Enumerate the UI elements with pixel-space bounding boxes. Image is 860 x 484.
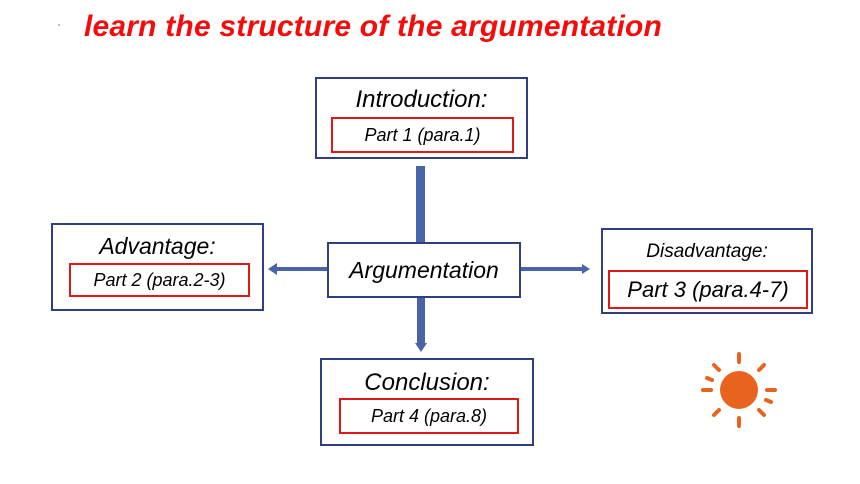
conclusion-part: Part 4 (para.8) — [339, 398, 519, 434]
conclusion-box: Conclusion: Part 4 (para.8) — [320, 358, 534, 446]
advantage-heading: Advantage: — [99, 233, 216, 259]
advantage-part: Part 2 (para.2-3) — [69, 263, 250, 297]
disadvantage-heading: Disadvantage: — [646, 241, 768, 262]
introduction-box: Introduction: Part 1 (para.1) — [315, 77, 528, 159]
slide-title: learn the structure of the argumentation — [84, 10, 663, 43]
argumentation-box: Argumentation — [327, 242, 521, 298]
argumentation-label: Argumentation — [349, 256, 499, 283]
connector-bottom — [417, 298, 425, 344]
connector-top — [416, 166, 425, 244]
advantage-box: Advantage: Part 2 (para.2-3) — [51, 223, 264, 311]
connector-right — [521, 267, 583, 271]
conclusion-heading: Conclusion: — [364, 369, 490, 396]
arrowhead-right — [582, 264, 590, 274]
disadvantage-box: Disadvantage: Part 3 (para.4-7) — [601, 228, 813, 314]
introduction-part: Part 1 (para.1) — [331, 117, 514, 153]
sun-icon — [701, 352, 777, 428]
introduction-heading: Introduction: — [355, 86, 488, 113]
disadvantage-part: Part 3 (para.4-7) — [608, 270, 808, 309]
arrowhead-left — [268, 263, 277, 275]
connector-left — [276, 267, 328, 271]
arrowhead-down — [415, 343, 427, 352]
stray-dot — [58, 24, 60, 26]
